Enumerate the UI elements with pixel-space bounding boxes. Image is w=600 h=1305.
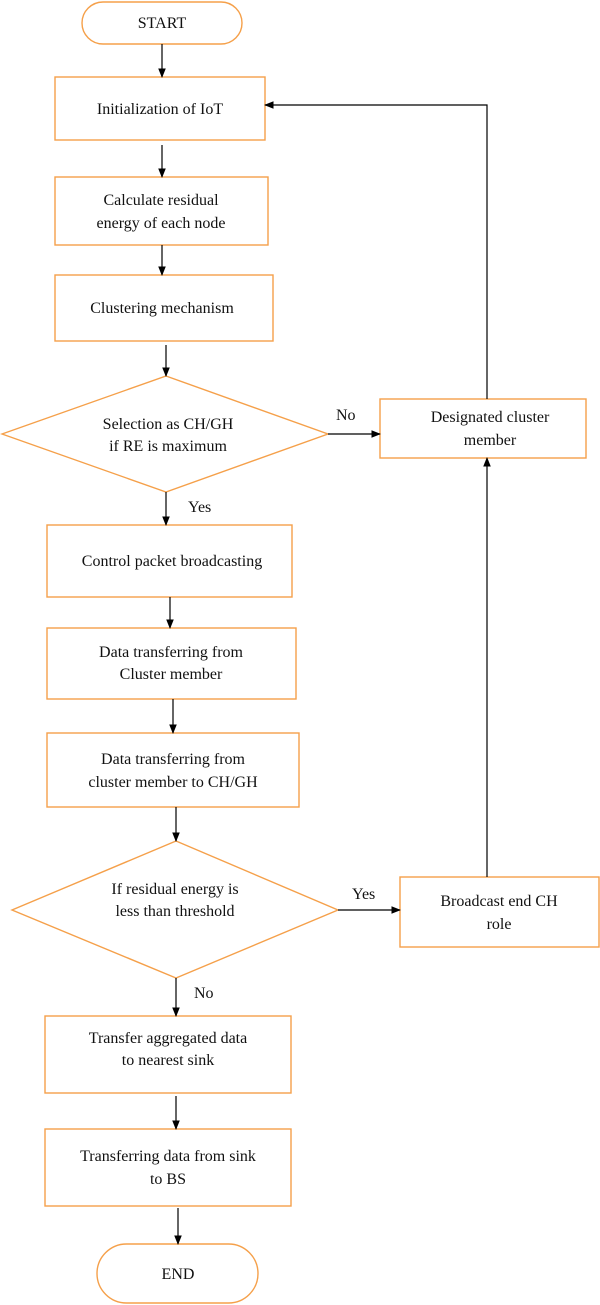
transfer-cm-label-line2: Cluster member	[120, 666, 223, 683]
init-box	[54, 76, 266, 141]
designated-box	[379, 398, 587, 459]
sink-bs-box	[44, 1128, 292, 1207]
threshold-label-line1: If residual energy is	[111, 881, 238, 898]
broadcast-end-box	[399, 876, 600, 948]
aggregate-label-line1: Transfer aggregated data	[89, 1030, 247, 1047]
selection-no-label: No	[336, 407, 356, 424]
transfer-cm-box	[46, 627, 297, 700]
aggregate-box	[44, 1015, 292, 1094]
broadcast-end-label-line1: Broadcast end CH	[440, 893, 558, 910]
transfer-cm-label-line1: Data transferring from	[99, 644, 243, 661]
selection-decision	[0, 375, 331, 493]
sink-bs-label-line2: to BS	[150, 1171, 186, 1188]
residual-box	[54, 176, 269, 246]
designated-label-line1: Designated cluster	[431, 409, 550, 426]
arrow-designated-to-init	[264, 101, 488, 399]
selection-label-line2: if RE is maximum	[109, 438, 227, 455]
threshold-yes-label: Yes	[352, 886, 375, 903]
transfer-ch-label-line1: Data transferring from	[101, 751, 245, 768]
aggregate-label-line2: to nearest sink	[122, 1052, 214, 1069]
control-label: Control packet broadcasting	[82, 553, 262, 570]
designated-label-line2: member	[464, 432, 517, 449]
clustering-label: Clustering mechanism	[90, 300, 234, 317]
sink-bs-label-line1: Transferring data from sink	[80, 1148, 256, 1165]
init-label: Initialization of IoT	[97, 101, 223, 118]
residual-label-line2: energy of each node	[97, 215, 226, 232]
selection-yes-label: Yes	[188, 499, 211, 516]
control-box	[46, 524, 293, 598]
broadcast-end-label-line2: role	[487, 916, 512, 933]
transfer-ch-box	[46, 732, 300, 808]
end-label: END	[162, 1266, 195, 1283]
selection-label-line1: Selection as CH/GH	[103, 416, 234, 433]
threshold-no-label: No	[194, 985, 214, 1002]
transfer-ch-label-line2: cluster member to CH/GH	[88, 774, 258, 791]
residual-label-line1: Calculate residual	[103, 192, 219, 209]
start-label: START	[138, 15, 187, 32]
threshold-label-line2: less than threshold	[115, 903, 234, 920]
